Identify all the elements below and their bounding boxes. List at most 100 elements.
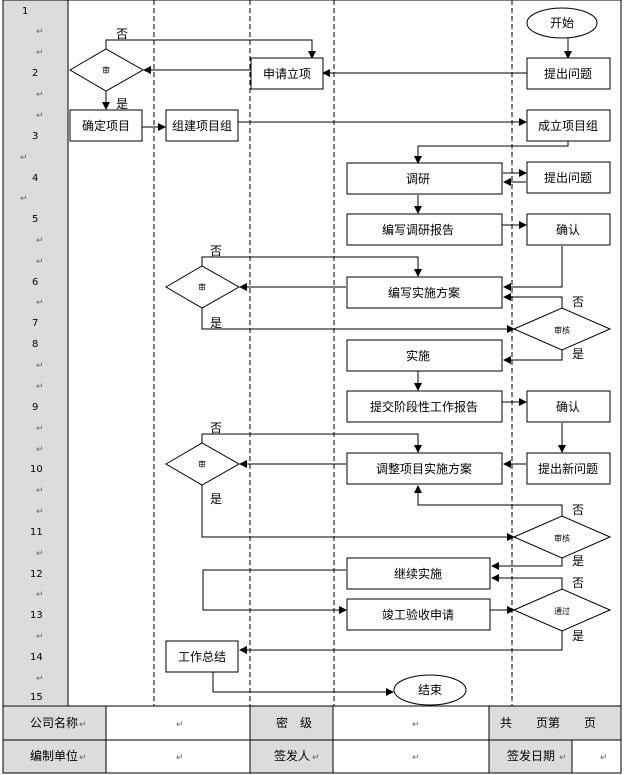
paragraph-mark-icon: ↵ xyxy=(79,720,87,730)
footer-secret-cell xyxy=(250,706,333,740)
footer-label-cell-2 xyxy=(3,740,106,773)
stage-report-label: 提交阶段性工作报告 xyxy=(370,399,478,414)
raise-issue-2-label: 提出问题 xyxy=(544,170,592,185)
footer-pages-cell xyxy=(489,706,621,740)
connector xyxy=(212,672,394,696)
approval-decision-3[interactable]: 审 xyxy=(165,442,241,486)
terminator-shape xyxy=(393,674,467,706)
review-decision-2[interactable]: 审核 xyxy=(512,515,612,559)
paragraph-mark-icon: ↵ xyxy=(36,236,44,246)
write-plan-box[interactable]: 编写实施方案 xyxy=(346,276,503,309)
process-shape xyxy=(526,452,611,485)
issue-date-label: 签发日期 xyxy=(507,748,555,763)
connectors xyxy=(102,38,572,696)
form-group-box[interactable]: 组建项目组 xyxy=(165,109,239,142)
confirm-project-box[interactable]: 确定项目 xyxy=(69,109,143,142)
implement-label: 实施 xyxy=(406,348,430,363)
apply-project-label: 申请立项 xyxy=(263,66,311,81)
review-decision-1[interactable]: 审核 xyxy=(512,307,612,351)
end-node[interactable]: 结束 xyxy=(393,674,467,706)
paragraph-mark-icon: ↵ xyxy=(600,753,608,763)
row-number: 14 xyxy=(30,652,43,663)
decision-label: 审核 xyxy=(554,533,570,543)
connector xyxy=(491,558,563,570)
paragraph-mark-icon: ↵ xyxy=(36,424,44,434)
raise-new-issue-box[interactable]: 提出新问题 xyxy=(526,452,611,485)
paragraph-mark-icon: ↵ xyxy=(20,194,28,204)
process-shape xyxy=(69,109,143,142)
confirm-1-label: 确认 xyxy=(556,223,580,237)
decision-shape xyxy=(69,48,145,92)
connector xyxy=(414,138,569,164)
acceptance-box[interactable]: 竣工验收申请 xyxy=(346,598,491,631)
no-label: 否 xyxy=(572,295,584,309)
establish-group-box[interactable]: 成立项目组 xyxy=(526,109,611,142)
row-number: 13 xyxy=(30,610,43,621)
connector xyxy=(201,433,422,453)
yes-label: 是 xyxy=(572,347,584,361)
process-shape xyxy=(346,213,503,246)
row-number: 9 xyxy=(32,402,38,413)
process-shape xyxy=(250,57,324,90)
research-box[interactable]: 调研 xyxy=(346,162,503,195)
paragraph-mark-icon: ↵ xyxy=(36,445,44,455)
row-number: 5 xyxy=(32,214,38,225)
summary-box[interactable]: 工作总结 xyxy=(165,640,239,673)
process-shape xyxy=(526,109,611,142)
paragraph-mark-icon: ↵ xyxy=(176,720,184,730)
approval-decision-1[interactable]: 审 xyxy=(69,48,145,92)
connector xyxy=(201,256,422,277)
company-name-label: 公司名称 xyxy=(30,715,78,730)
research-label: 调研 xyxy=(406,172,430,186)
process-shape xyxy=(346,598,491,631)
decision-shape xyxy=(165,442,241,486)
paragraph-mark-icon: ↵ xyxy=(20,153,28,163)
paragraph-mark-icon: ↵ xyxy=(36,549,44,559)
write-report-box[interactable]: 编写调研报告 xyxy=(346,213,503,246)
decision-label: 审核 xyxy=(554,325,570,335)
establish-group-label: 成立项目组 xyxy=(538,118,598,133)
confirm-2-box[interactable]: 确认 xyxy=(526,390,611,423)
decision-label: 审 xyxy=(198,459,206,469)
row-number: 4 xyxy=(32,173,38,184)
raise-new-issue-label: 提出新问题 xyxy=(538,461,598,476)
apply-project-box[interactable]: 申请立项 xyxy=(250,57,324,90)
process-shape xyxy=(526,213,611,246)
secret-level-label: 密 级 xyxy=(276,715,312,730)
continue-implement-box[interactable]: 继续实施 xyxy=(346,557,491,590)
raise-issue-box[interactable]: 提出问题 xyxy=(526,57,611,90)
row-number: 10 xyxy=(30,464,43,475)
connector xyxy=(503,293,563,308)
paragraph-mark-icon: ↵ xyxy=(36,90,44,100)
connector xyxy=(201,308,515,333)
decision-label: 通过 xyxy=(554,606,570,616)
paragraph-mark-icon: ↵ xyxy=(36,257,44,267)
confirm-1-box[interactable]: 确认 xyxy=(526,213,611,246)
paragraph-mark-icon: ↵ xyxy=(412,720,420,730)
raise-issue-2-box[interactable]: 提出问题 xyxy=(526,161,611,194)
process-shape xyxy=(526,161,611,194)
paragraph-mark-icon: ↵ xyxy=(79,753,87,763)
paragraph-mark-icon: ↵ xyxy=(312,753,320,763)
decision-shape xyxy=(165,265,241,309)
process-shape xyxy=(346,339,503,372)
paragraph-mark-icon: ↵ xyxy=(36,298,44,308)
process-shape xyxy=(165,640,239,673)
paragraph-mark-icon: ↵ xyxy=(36,382,44,392)
pass-decision[interactable]: 通过 xyxy=(512,588,612,632)
write-plan-label: 编写实施方案 xyxy=(388,285,460,300)
adjust-plan-box[interactable]: 调整项目实施方案 xyxy=(346,452,503,485)
process-shape xyxy=(165,109,239,142)
process-shape xyxy=(526,390,611,423)
start-node[interactable]: 开始 xyxy=(526,7,598,39)
decision-label: 审 xyxy=(198,282,206,292)
decision-shape xyxy=(512,588,612,632)
terminator-shape xyxy=(526,7,598,39)
yes-label: 是 xyxy=(572,629,584,643)
implement-box[interactable]: 实施 xyxy=(346,339,503,372)
row-number: 2 xyxy=(32,68,38,79)
paragraph-mark-icon: ↵ xyxy=(559,753,567,763)
stage-report-box[interactable]: 提交阶段性工作报告 xyxy=(346,390,503,423)
approval-decision-2[interactable]: 审 xyxy=(165,265,241,309)
